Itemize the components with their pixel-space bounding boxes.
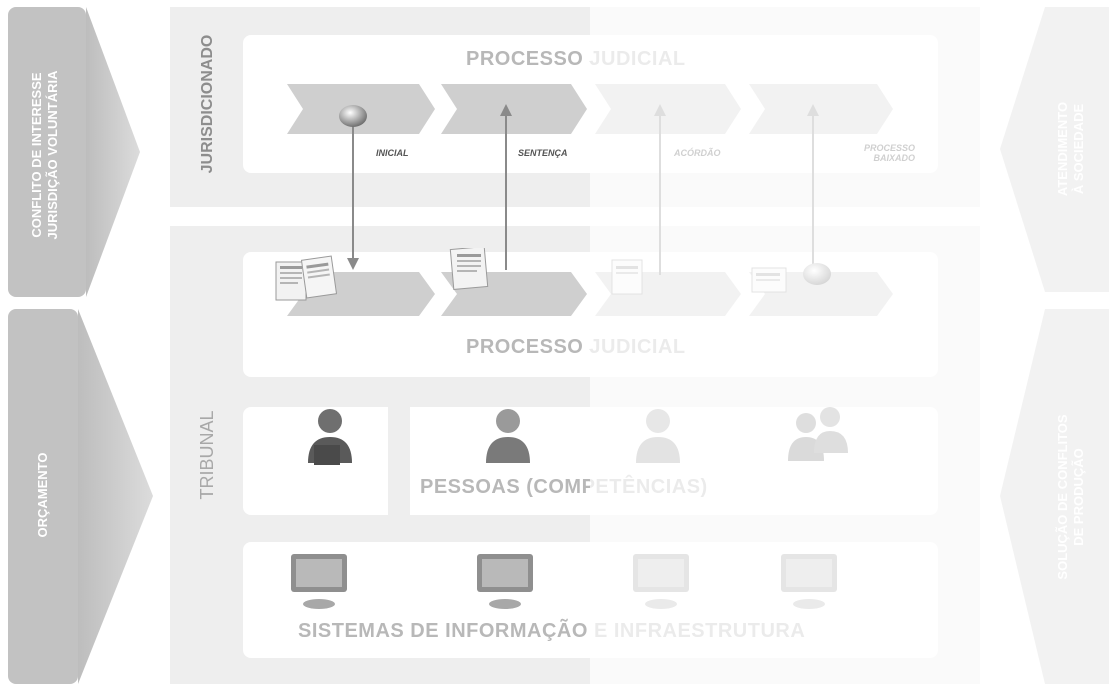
right-top-tab: ATENDIMENTO À SOCIEDADE bbox=[1000, 7, 1109, 292]
monitor-icon bbox=[291, 554, 347, 609]
budget-tab-label: ORÇAMENTO bbox=[35, 452, 50, 538]
monitor-icon bbox=[633, 554, 689, 609]
person-icon bbox=[308, 409, 352, 465]
right-top-tab-label: ATENDIMENTO À SOCIEDADE bbox=[1055, 101, 1086, 197]
monitor-icons bbox=[291, 554, 837, 609]
people-gap bbox=[388, 378, 410, 542]
people-title: PESSOAS (COMPETÊNCIAS) bbox=[420, 476, 708, 498]
top-chevron-2 bbox=[441, 84, 587, 134]
group-icon bbox=[788, 407, 848, 461]
jurisdicionado-label: JURISDICIONADO bbox=[199, 34, 216, 174]
tribunal-label: TRIBUNAL bbox=[197, 410, 217, 500]
person-icon bbox=[486, 409, 530, 463]
document-icon bbox=[449, 248, 489, 290]
label-processo-baixado: PROCESSO BAIXADO bbox=[863, 143, 915, 163]
person-icon bbox=[636, 409, 680, 463]
bottom-process-title: PROCESSO JUDICIAL bbox=[466, 336, 686, 358]
conflict-tab-shape bbox=[8, 7, 140, 297]
top-process-title: PROCESSO JUDICIAL bbox=[466, 48, 686, 70]
inicial-marker-ball bbox=[339, 105, 367, 127]
systems-title: SISTEMAS DE INFORMAÇÃO E INFRAESTRUTURA bbox=[298, 620, 806, 642]
monitor-icon bbox=[477, 554, 533, 609]
budget-tab: ORÇAMENTO bbox=[8, 309, 153, 684]
connector-arrows bbox=[339, 104, 831, 285]
conflict-tab: CONFLITO DE INTERESSE JURISDIÇÃO VOLUNTÁ… bbox=[8, 7, 140, 297]
document-icon bbox=[275, 255, 338, 301]
baixado-marker-ball bbox=[803, 263, 831, 285]
label-inicial: INICIAL bbox=[376, 148, 409, 158]
label-sentenca: SENTENÇA bbox=[518, 148, 568, 158]
right-bottom-tab-label: SOLUÇÃO DE CONFLITOS DE PRODUÇÃO bbox=[1055, 414, 1086, 580]
monitor-icon bbox=[781, 554, 837, 609]
people-icons bbox=[308, 407, 848, 465]
right-bottom-tab: SOLUÇÃO DE CONFLITOS DE PRODUÇÃO bbox=[1000, 309, 1109, 684]
conflict-tab-label: CONFLITO DE INTERESSE JURISDIÇÃO VOLUNTÁ… bbox=[29, 70, 60, 240]
budget-tab-shape bbox=[8, 309, 153, 684]
